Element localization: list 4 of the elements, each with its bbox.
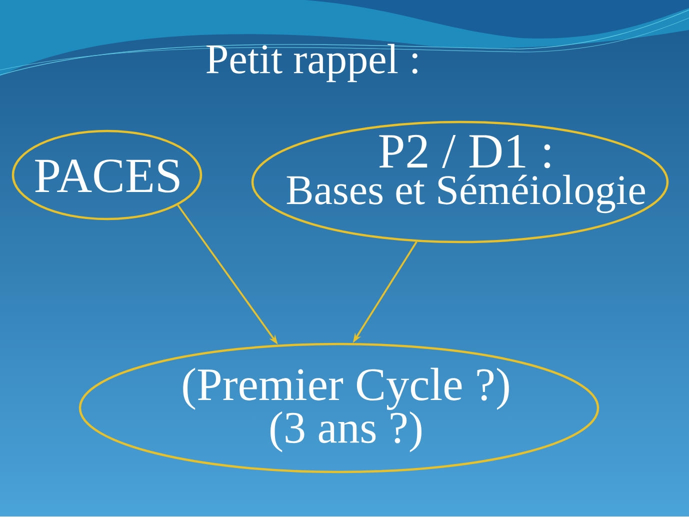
ellipse-node: P2 / D1 : Bases et Séméiologie [251, 120, 669, 244]
ellipse-node: (Premier Cycle ?) (3 ans ?) [78, 342, 600, 474]
slide-title: Petit rappel : [206, 44, 418, 82]
ellipse-node: PACES [12, 130, 202, 220]
